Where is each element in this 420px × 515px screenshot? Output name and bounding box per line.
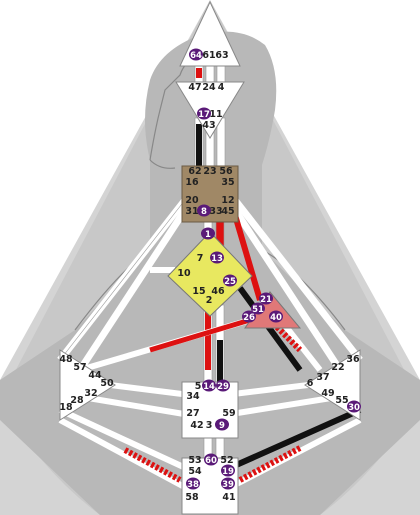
gate-number[interactable]: 39 (222, 480, 234, 490)
gate-number[interactable]: 60 (205, 456, 217, 466)
gate-number[interactable]: 35 (221, 177, 234, 188)
gate-number[interactable]: 48 (59, 354, 73, 365)
gate-activation-badge (221, 464, 235, 477)
gate-number[interactable]: 47 (188, 82, 201, 93)
gate-number[interactable]: 30 (348, 403, 360, 413)
gate-number[interactable]: 12 (221, 195, 234, 206)
gate-number[interactable]: 32 (84, 388, 97, 399)
gate-number[interactable]: 58 (185, 492, 199, 503)
gate-number[interactable]: 19 (222, 467, 234, 477)
gate-activation-badge (204, 453, 218, 466)
gate-activation-badge (347, 400, 361, 413)
gate-number[interactable]: 18 (59, 402, 73, 413)
gate-number[interactable]: 17 (198, 110, 210, 120)
gate-number[interactable]: 45 (221, 206, 234, 217)
gate-activation-badge (197, 204, 211, 217)
gate-number[interactable]: 55 (335, 395, 348, 406)
gate-number[interactable]: 57 (73, 362, 86, 373)
gate-number[interactable]: 4 (218, 82, 225, 93)
gate-activation-badge (197, 107, 211, 120)
gate-number[interactable]: 20 (185, 195, 199, 206)
gate-number[interactable]: 13 (211, 254, 223, 264)
gate-number[interactable]: 2 (206, 295, 213, 306)
gate-activation-badge (221, 477, 235, 490)
gate-number[interactable]: 59 (222, 408, 235, 419)
gate-number[interactable]: 61 (202, 50, 215, 61)
gate-activation-badge (269, 310, 283, 323)
gate-activation-badge (215, 418, 229, 431)
gate-number[interactable]: 25 (224, 277, 236, 287)
gate-number[interactable]: 38 (187, 480, 199, 490)
gate-activation-badge (189, 48, 203, 61)
gate-number[interactable]: 62 (188, 166, 201, 177)
gate-number[interactable]: 53 (188, 455, 201, 466)
gate-number[interactable]: 63 (215, 50, 228, 61)
gate-number[interactable]: 54 (188, 466, 202, 477)
gate-number[interactable]: 49 (321, 388, 334, 399)
gate-number[interactable]: 21 (260, 295, 272, 305)
gate-activation-badge (223, 274, 237, 287)
gate-number[interactable]: 40 (270, 313, 282, 323)
gate-number[interactable]: 10 (177, 268, 191, 279)
gate-number[interactable]: 14 (203, 382, 215, 392)
gate-number[interactable]: 34 (186, 391, 200, 402)
gate-number[interactable]: 9 (219, 421, 225, 431)
gate-activation-badge (259, 292, 273, 305)
g-center[interactable] (167, 231, 253, 317)
gate-number[interactable]: 27 (186, 408, 199, 419)
gate-number[interactable]: 36 (346, 354, 360, 365)
gate-number[interactable]: 3 (206, 420, 213, 431)
gate-number[interactable]: 26 (243, 313, 255, 323)
gate-number[interactable]: 56 (219, 166, 233, 177)
gate-number[interactable]: 44 (88, 370, 102, 381)
gate-number[interactable]: 8 (201, 207, 207, 217)
ajna-center[interactable] (175, 81, 245, 139)
gate-number[interactable]: 42 (190, 420, 203, 431)
gate-number[interactable]: 22 (331, 362, 344, 373)
gate-number[interactable]: 24 (202, 82, 216, 93)
gate-number[interactable]: 31 (185, 206, 198, 217)
gate-number[interactable]: 46 (211, 286, 225, 297)
gate-number[interactable]: 6 (307, 378, 314, 389)
gate-number[interactable]: 1 (205, 230, 211, 240)
gate-number[interactable]: 29 (217, 382, 229, 392)
gate-number[interactable]: 11 (209, 109, 222, 120)
gate-number[interactable]: 16 (185, 177, 199, 188)
gate-number[interactable]: 7 (197, 253, 204, 264)
gate-number[interactable]: 15 (192, 286, 205, 297)
gate-activation-badge (216, 379, 230, 392)
gate-activation-badge (251, 302, 265, 315)
gate-number[interactable]: 50 (100, 378, 114, 389)
gate-activation-badge (242, 310, 256, 323)
gate-activation-badge (186, 477, 200, 490)
gate-number[interactable]: 41 (222, 492, 235, 503)
gate-number[interactable]: 52 (220, 455, 233, 466)
gate-activation-badge (210, 251, 224, 264)
solar-plexus-center[interactable] (304, 349, 361, 421)
gate-number[interactable]: 28 (70, 395, 84, 406)
channels (57, 61, 363, 493)
gate-number[interactable]: 33 (209, 206, 222, 217)
gate-activation-badge (201, 227, 215, 240)
gate-number[interactable]: 43 (202, 120, 215, 131)
gate-number[interactable]: 5 (195, 381, 202, 392)
spleen-center[interactable] (59, 349, 116, 421)
gate-number[interactable]: 23 (203, 166, 216, 177)
gate-number[interactable]: 37 (316, 372, 329, 383)
gate-activation-badge (202, 379, 216, 392)
gate-number[interactable]: 64 (190, 51, 202, 61)
gate-number[interactable]: 51 (252, 305, 264, 315)
